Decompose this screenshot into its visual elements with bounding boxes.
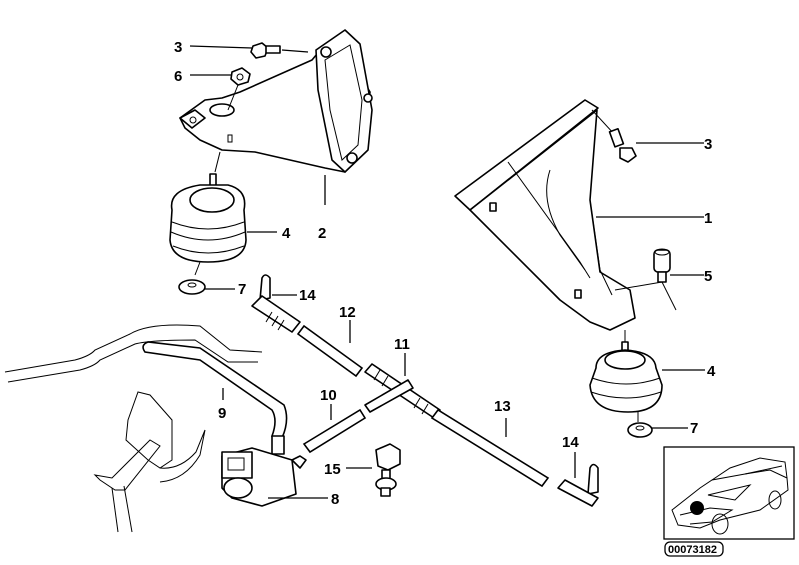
callout-3-right: 3: [704, 136, 712, 153]
t-piece-drawing: [364, 353, 441, 419]
elbow-bottom-drawing: [557, 452, 599, 507]
leader-3-top: [189, 45, 253, 49]
washer-left-drawing: [178, 279, 206, 295]
vacuum-line-drawing: [4, 324, 288, 439]
nut-drawing: [227, 67, 251, 111]
callout-6: 6: [174, 68, 182, 85]
callout-4-left: 4: [282, 225, 291, 242]
clip-drawing: [375, 443, 401, 497]
image-id-label: 00073182: [668, 544, 717, 556]
callout-10: 10: [320, 387, 337, 404]
callout-14-top: 14: [299, 287, 316, 304]
engine-mount-right-drawing: [589, 330, 663, 422]
callout-7-right: 7: [690, 420, 698, 437]
callout-7-left: 7: [238, 281, 246, 298]
callout-2: 2: [318, 225, 326, 242]
bracket-left-drawing: [179, 29, 373, 173]
solenoid-valve-drawing: [221, 435, 307, 507]
callout-9: 9: [218, 405, 226, 422]
buffer-drawing: [614, 248, 677, 311]
hose-13-drawing: [430, 408, 550, 488]
bolt-right-drawing: [591, 109, 637, 163]
callout-14-bottom: 14: [562, 434, 579, 451]
mounting-bracket-drawing: [93, 391, 206, 533]
washer-right-drawing: [627, 422, 653, 438]
elbow-top-drawing: [251, 274, 301, 333]
callout-8: 8: [331, 491, 339, 508]
callout-5: 5: [704, 268, 712, 285]
hose-12-drawing: [296, 320, 364, 378]
callout-3-top: 3: [174, 39, 182, 56]
bolt-top-left-drawing: [250, 42, 309, 59]
callout-13: 13: [494, 398, 511, 415]
callout-4-right: 4: [707, 363, 716, 380]
locator-dot: [690, 501, 704, 515]
hose-10-drawing: [302, 404, 367, 454]
callout-1: 1: [704, 210, 712, 227]
callout-15: 15: [324, 461, 341, 478]
car-locator-inset: 00073182: [663, 446, 795, 557]
engine-mount-left-drawing: [169, 151, 247, 276]
bracket-right-drawing: [454, 99, 636, 331]
callout-12: 12: [339, 304, 356, 321]
callout-11: 11: [394, 336, 410, 353]
